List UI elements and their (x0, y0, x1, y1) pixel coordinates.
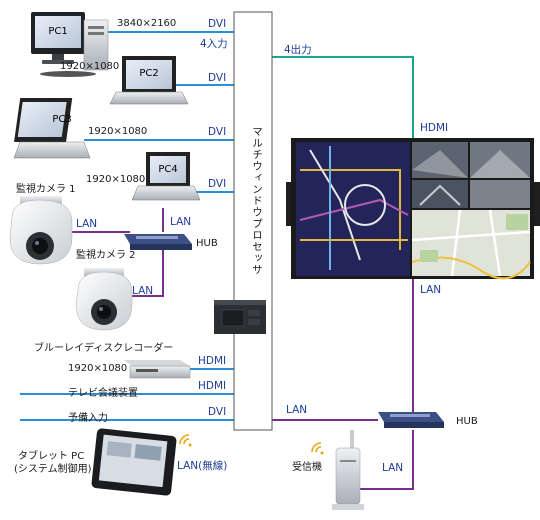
pc2-label: PC2 (139, 68, 159, 79)
camera2-label: 監視カメラ 2 (76, 250, 136, 261)
pc2-device (109, 56, 189, 105)
camera1-label: 監視カメラ 1 (16, 184, 76, 195)
pc3-label: PC3 (52, 114, 72, 125)
camera2-device (75, 268, 133, 331)
display-hdmi-label: HDMI (420, 122, 449, 134)
processor-inputs-label: 4入力 (200, 38, 228, 50)
processor-label: マルチウィンドウプロセッサ (251, 126, 263, 276)
tablet-label-line1: タブレット PC (18, 451, 85, 462)
pc4-device (131, 152, 201, 201)
pc4-hub-lan-label: LAN (170, 216, 192, 228)
pc1-label: PC1 (48, 26, 68, 37)
proc-hub-lan-label: LAN (286, 404, 308, 416)
hub-left-label: HUB (196, 238, 218, 249)
pc1-resolution: 3840×2160 (117, 18, 177, 29)
bluray-label: ブルーレイディスクレコーダー (34, 343, 174, 354)
pc2-conn-label: DVI (208, 72, 227, 84)
processor-box (233, 11, 273, 431)
tablet-device (91, 428, 177, 496)
hub-right-label: HUB (456, 416, 478, 427)
display-wall (286, 138, 540, 280)
camera2-lan-label: LAN (132, 285, 154, 297)
tablet-wireless-label: LAN(無線) (177, 460, 228, 472)
hdmi-output-line (272, 56, 414, 138)
processor-outputs-label: 4出力 (284, 44, 312, 56)
hub-left-device (124, 234, 192, 250)
hub-right-device (378, 412, 444, 428)
processor-rack-unit (214, 300, 266, 334)
spare-input-label: 予備入力 (68, 413, 108, 424)
receiver-hub-lan (360, 430, 414, 490)
tv-conf-label: テレビ会議装置 (68, 388, 138, 399)
camera1-lan-label: LAN (76, 218, 98, 230)
camera1-device (9, 196, 73, 265)
pc3-resolution: 1920×1080 (88, 126, 148, 137)
bluray-device (124, 360, 191, 379)
pc2-resolution: 1920×1080 (60, 61, 120, 72)
lan-lines (70, 208, 414, 490)
pc3-device (13, 98, 91, 159)
display-lan-label: LAN (420, 284, 442, 296)
receiver-wifi-icon (311, 442, 324, 455)
pc4-label: PC4 (158, 164, 178, 175)
tablet-wifi-icon (179, 434, 192, 447)
pc1-conn-label: DVI (208, 18, 227, 30)
pc4-conn-label: DVI (208, 178, 227, 190)
cam2-hub-lan (118, 244, 164, 297)
receiver-lan-label: LAN (382, 462, 404, 474)
receiver-label: 受信機 (292, 462, 322, 473)
pc1-device (31, 12, 109, 77)
tablet-label-line2: (システム制御用) (14, 464, 92, 475)
bluray-resolution: 1920×1080 (68, 363, 128, 374)
spare-conn-label: DVI (208, 406, 227, 418)
pc3-conn-label: DVI (208, 126, 227, 138)
bluray-conn-label: HDMI (198, 355, 227, 367)
receiver-device (332, 430, 364, 510)
tv-conf-conn-label: HDMI (198, 380, 227, 392)
pc4-resolution: 1920×1080 (86, 174, 146, 185)
dvi-lines (20, 31, 234, 421)
